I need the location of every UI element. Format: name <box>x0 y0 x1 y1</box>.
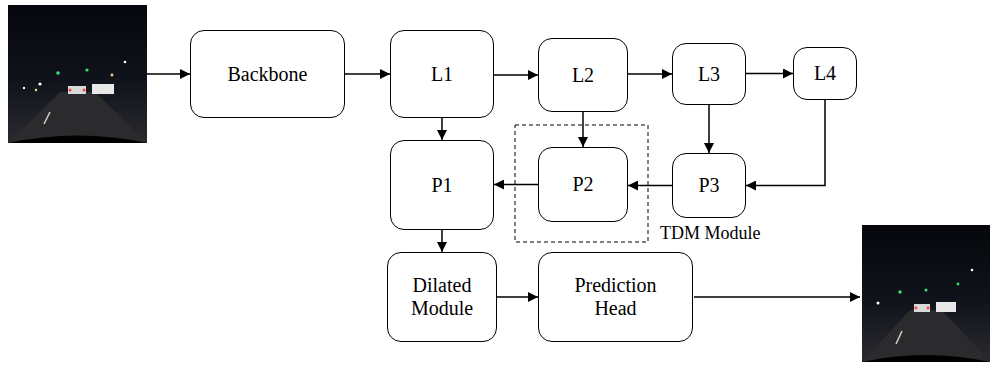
box-label: L3 <box>698 63 720 86</box>
process-box: P2 <box>538 147 628 222</box>
output-arrow <box>694 296 860 298</box>
process-box: P3 <box>672 153 746 218</box>
process-box: Prediction Head <box>538 252 693 342</box>
box-label: Dilated Module <box>394 274 490 320</box>
box-label: L2 <box>572 64 594 87</box>
module-caption: TDM Module <box>658 223 763 244</box>
input-arrow <box>147 73 190 75</box>
flow-arrow <box>494 184 538 186</box>
process-box: L4 <box>793 47 857 100</box>
flow-arrow <box>628 73 672 75</box>
process-box: L1 <box>390 30 494 118</box>
box-label: Backbone <box>228 63 308 86</box>
flow-arrow <box>441 118 443 140</box>
box-label: P1 <box>431 174 452 197</box>
flow-arrow <box>746 100 825 186</box>
process-box: L2 <box>538 38 628 112</box>
process-box: Dilated Module <box>387 252 497 342</box>
flow-arrow <box>582 112 584 147</box>
flow-arrow <box>497 296 538 298</box>
flow-arrow <box>345 73 390 75</box>
process-box: L3 <box>672 43 746 105</box>
flow-arrow <box>441 230 443 252</box>
box-label: L4 <box>814 62 836 85</box>
process-box: Backbone <box>190 30 345 118</box>
box-label: L1 <box>431 63 453 86</box>
flow-arrow <box>708 105 710 153</box>
box-label: P3 <box>698 174 719 197</box>
process-box: P1 <box>390 140 494 230</box>
box-label: P2 <box>572 173 593 196</box>
flow-arrow <box>494 74 538 76</box>
tdm-region <box>515 125 648 242</box>
output-photo <box>862 225 990 362</box>
flow-arrow <box>628 185 672 187</box>
flow-arrow <box>746 73 793 75</box>
input-photo <box>8 5 147 143</box>
box-label: Prediction Head <box>561 274 671 320</box>
